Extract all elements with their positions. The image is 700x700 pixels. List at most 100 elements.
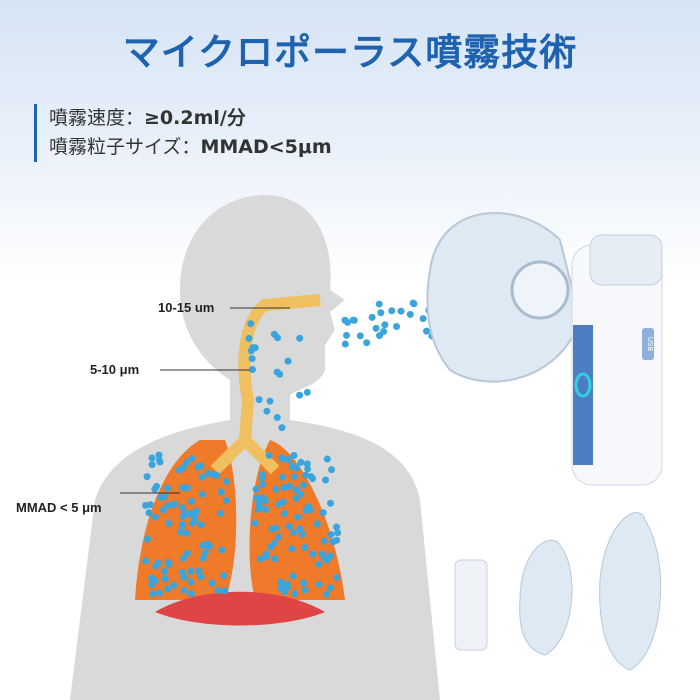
particle xyxy=(327,499,335,507)
particle xyxy=(270,330,278,338)
particle xyxy=(289,572,297,580)
particle xyxy=(343,331,351,339)
particle xyxy=(253,494,261,502)
particle xyxy=(208,470,216,478)
particle xyxy=(157,494,165,502)
particle xyxy=(183,530,191,538)
particle xyxy=(290,452,298,460)
particle xyxy=(170,581,178,589)
particle xyxy=(181,484,189,492)
particle xyxy=(315,561,323,569)
particle xyxy=(296,391,304,399)
particle xyxy=(388,307,396,315)
particle xyxy=(296,334,304,342)
particle xyxy=(177,528,185,536)
particle xyxy=(165,519,173,527)
particle xyxy=(146,501,154,509)
particle xyxy=(302,471,310,479)
particle xyxy=(309,475,317,483)
particle xyxy=(277,578,285,586)
particle xyxy=(280,483,288,491)
particle xyxy=(151,577,159,585)
particle xyxy=(410,300,418,308)
power-button xyxy=(574,372,592,398)
particle xyxy=(341,340,349,348)
particle xyxy=(175,466,183,474)
particle xyxy=(248,366,256,374)
particle xyxy=(326,584,334,592)
spec-value: MMAD<5μm xyxy=(200,136,332,158)
label-upper-airway: 10-15 um xyxy=(158,300,215,315)
particle xyxy=(333,536,341,544)
particle xyxy=(393,323,401,331)
particle xyxy=(323,455,331,463)
particle xyxy=(178,520,186,528)
particle xyxy=(153,482,161,490)
particle xyxy=(293,464,301,472)
particle xyxy=(291,590,299,598)
particle xyxy=(376,332,384,340)
particle xyxy=(279,498,287,506)
particle xyxy=(344,318,352,326)
particle xyxy=(349,316,357,324)
particle xyxy=(303,388,311,396)
particle xyxy=(245,334,253,342)
particle xyxy=(283,580,291,588)
particle xyxy=(274,533,282,541)
usb-port xyxy=(642,328,654,360)
particle xyxy=(294,513,302,521)
particle xyxy=(333,523,341,531)
particle xyxy=(247,320,255,328)
particle xyxy=(375,300,383,308)
particle xyxy=(258,480,266,488)
particle xyxy=(179,554,187,562)
particles xyxy=(142,299,436,598)
particle xyxy=(142,557,150,565)
particle xyxy=(381,321,389,329)
particle xyxy=(271,539,279,547)
particle xyxy=(161,575,169,583)
particle xyxy=(290,528,298,536)
particle xyxy=(198,473,206,481)
particle xyxy=(323,556,331,564)
particle xyxy=(221,587,229,595)
left-lung xyxy=(135,440,237,600)
particle xyxy=(256,555,264,563)
particle xyxy=(199,554,207,562)
particle xyxy=(222,496,230,504)
particle xyxy=(327,531,335,539)
particle xyxy=(292,494,300,502)
spec-value: ≥0.2ml/分 xyxy=(144,107,246,129)
particle xyxy=(252,485,260,493)
usb-label: USB xyxy=(646,337,654,352)
particle xyxy=(217,488,225,496)
particle xyxy=(309,550,317,558)
particle xyxy=(251,519,259,527)
particle xyxy=(304,465,312,473)
diaphragm xyxy=(155,591,325,626)
particle xyxy=(305,503,313,511)
particle xyxy=(262,506,270,514)
particle xyxy=(280,509,288,517)
particle xyxy=(186,510,194,518)
particle xyxy=(328,466,336,474)
particle xyxy=(313,520,321,528)
particle xyxy=(303,460,311,468)
particle xyxy=(148,461,156,469)
particle xyxy=(272,524,280,532)
particle xyxy=(183,549,191,557)
particle xyxy=(161,567,169,575)
particle xyxy=(214,587,222,595)
particle xyxy=(202,540,210,548)
particle xyxy=(144,535,152,543)
particle xyxy=(261,497,269,505)
label-mid-airway: 5-10 μm xyxy=(90,362,140,377)
particle xyxy=(271,555,279,563)
particle xyxy=(272,485,280,493)
particle xyxy=(194,463,202,471)
particle xyxy=(320,537,328,545)
particle xyxy=(363,339,371,347)
particle xyxy=(195,567,203,575)
particle xyxy=(273,414,281,422)
particle xyxy=(284,455,292,463)
